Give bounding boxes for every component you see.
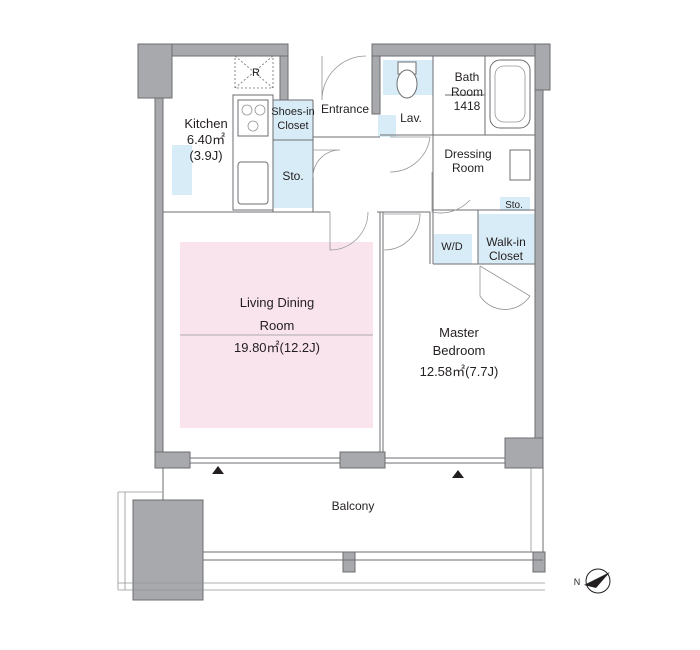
wall-bottom-right-pier <box>504 437 544 469</box>
entry-marker-right <box>452 470 464 478</box>
wall-right <box>534 55 544 469</box>
wall-top-right <box>371 43 551 57</box>
kitchen-counter-area <box>172 145 192 195</box>
master-bedroom-label-3: 12.58㎡(7.7J) <box>420 364 499 379</box>
entrance-label: Entrance <box>321 102 369 116</box>
kitchen-label: Kitchen <box>184 116 227 131</box>
washer-dryer-area <box>434 234 472 264</box>
wall-top-entrance-right <box>371 55 381 115</box>
wall-right-column <box>534 43 551 91</box>
room-labels: Kitchen 6.40㎡ (3.9J) R Shoes-in Closet E… <box>184 67 525 513</box>
washbasin <box>509 149 531 181</box>
bathtub <box>489 59 531 129</box>
dressing-label-2: Room <box>452 161 484 175</box>
ldk-door-swing <box>329 211 369 251</box>
fixtures <box>232 55 531 211</box>
balcony-post-1 <box>342 551 356 573</box>
master-bedroom-label-2: Bedroom <box>433 343 486 358</box>
refrigerator-space <box>234 55 274 89</box>
small-storage-label: Sto. <box>505 200 523 211</box>
refrigerator-mark: R <box>252 67 260 79</box>
storage-label: Sto. <box>282 169 303 183</box>
compass-arrow-icon <box>584 572 610 588</box>
wall-left <box>154 97 164 469</box>
bath-label-2: Room <box>451 85 483 99</box>
bath-label-1: Bath <box>455 70 480 84</box>
small-storage-area <box>500 197 530 211</box>
balcony-label: Balcony <box>332 499 375 513</box>
entrance-door-swing <box>321 55 367 101</box>
walk-in-closet-label-2: Closet <box>489 249 524 263</box>
balcony-post-2 <box>532 551 546 573</box>
wall-bottom-mid-pier <box>339 451 386 469</box>
living-dining-label-3: 19.80㎡(12.2J) <box>234 340 320 355</box>
living-dining-label-2: Room <box>260 318 295 333</box>
bath-label-3: 1418 <box>454 99 481 113</box>
shoes-closet-label-1: Shoes-in <box>271 106 314 118</box>
wall-top-entrance-left <box>279 55 289 101</box>
lavatory-label: Lav. <box>400 111 422 125</box>
storage-door-swing <box>312 149 341 178</box>
doors <box>312 55 531 310</box>
kitchen-tatami: (3.9J) <box>189 148 222 163</box>
balcony-outline <box>117 468 545 591</box>
master-bedroom-label-1: Master <box>439 325 479 340</box>
kitchen-area: 6.40㎡ <box>187 132 225 147</box>
wall-left-column <box>137 43 173 99</box>
dressing-door-swing <box>431 172 471 214</box>
living-dining-label-1: Living Dining <box>240 295 314 310</box>
compass: N <box>574 568 611 594</box>
lav-door-swing <box>389 136 431 173</box>
bedroom-door-swing <box>383 213 421 251</box>
balcony-pillar <box>132 499 204 601</box>
storage-areas <box>172 60 535 264</box>
closet-door-swing <box>479 266 531 310</box>
walk-in-closet-area <box>478 214 535 264</box>
storage-area <box>273 140 313 208</box>
dressing-label-1: Dressing <box>444 147 491 161</box>
entry-marker-left <box>212 466 224 474</box>
entrance-step-area <box>378 115 396 137</box>
compass-north-label: N <box>574 577 581 587</box>
wall-bottom-left-pier <box>154 451 191 469</box>
walk-in-closet-label-1: Walk-in <box>486 235 526 249</box>
windows <box>190 457 505 478</box>
washer-dryer-label: W/D <box>441 241 462 253</box>
shoes-closet-label-2: Closet <box>277 120 308 132</box>
shoes-closet-area <box>273 100 313 140</box>
